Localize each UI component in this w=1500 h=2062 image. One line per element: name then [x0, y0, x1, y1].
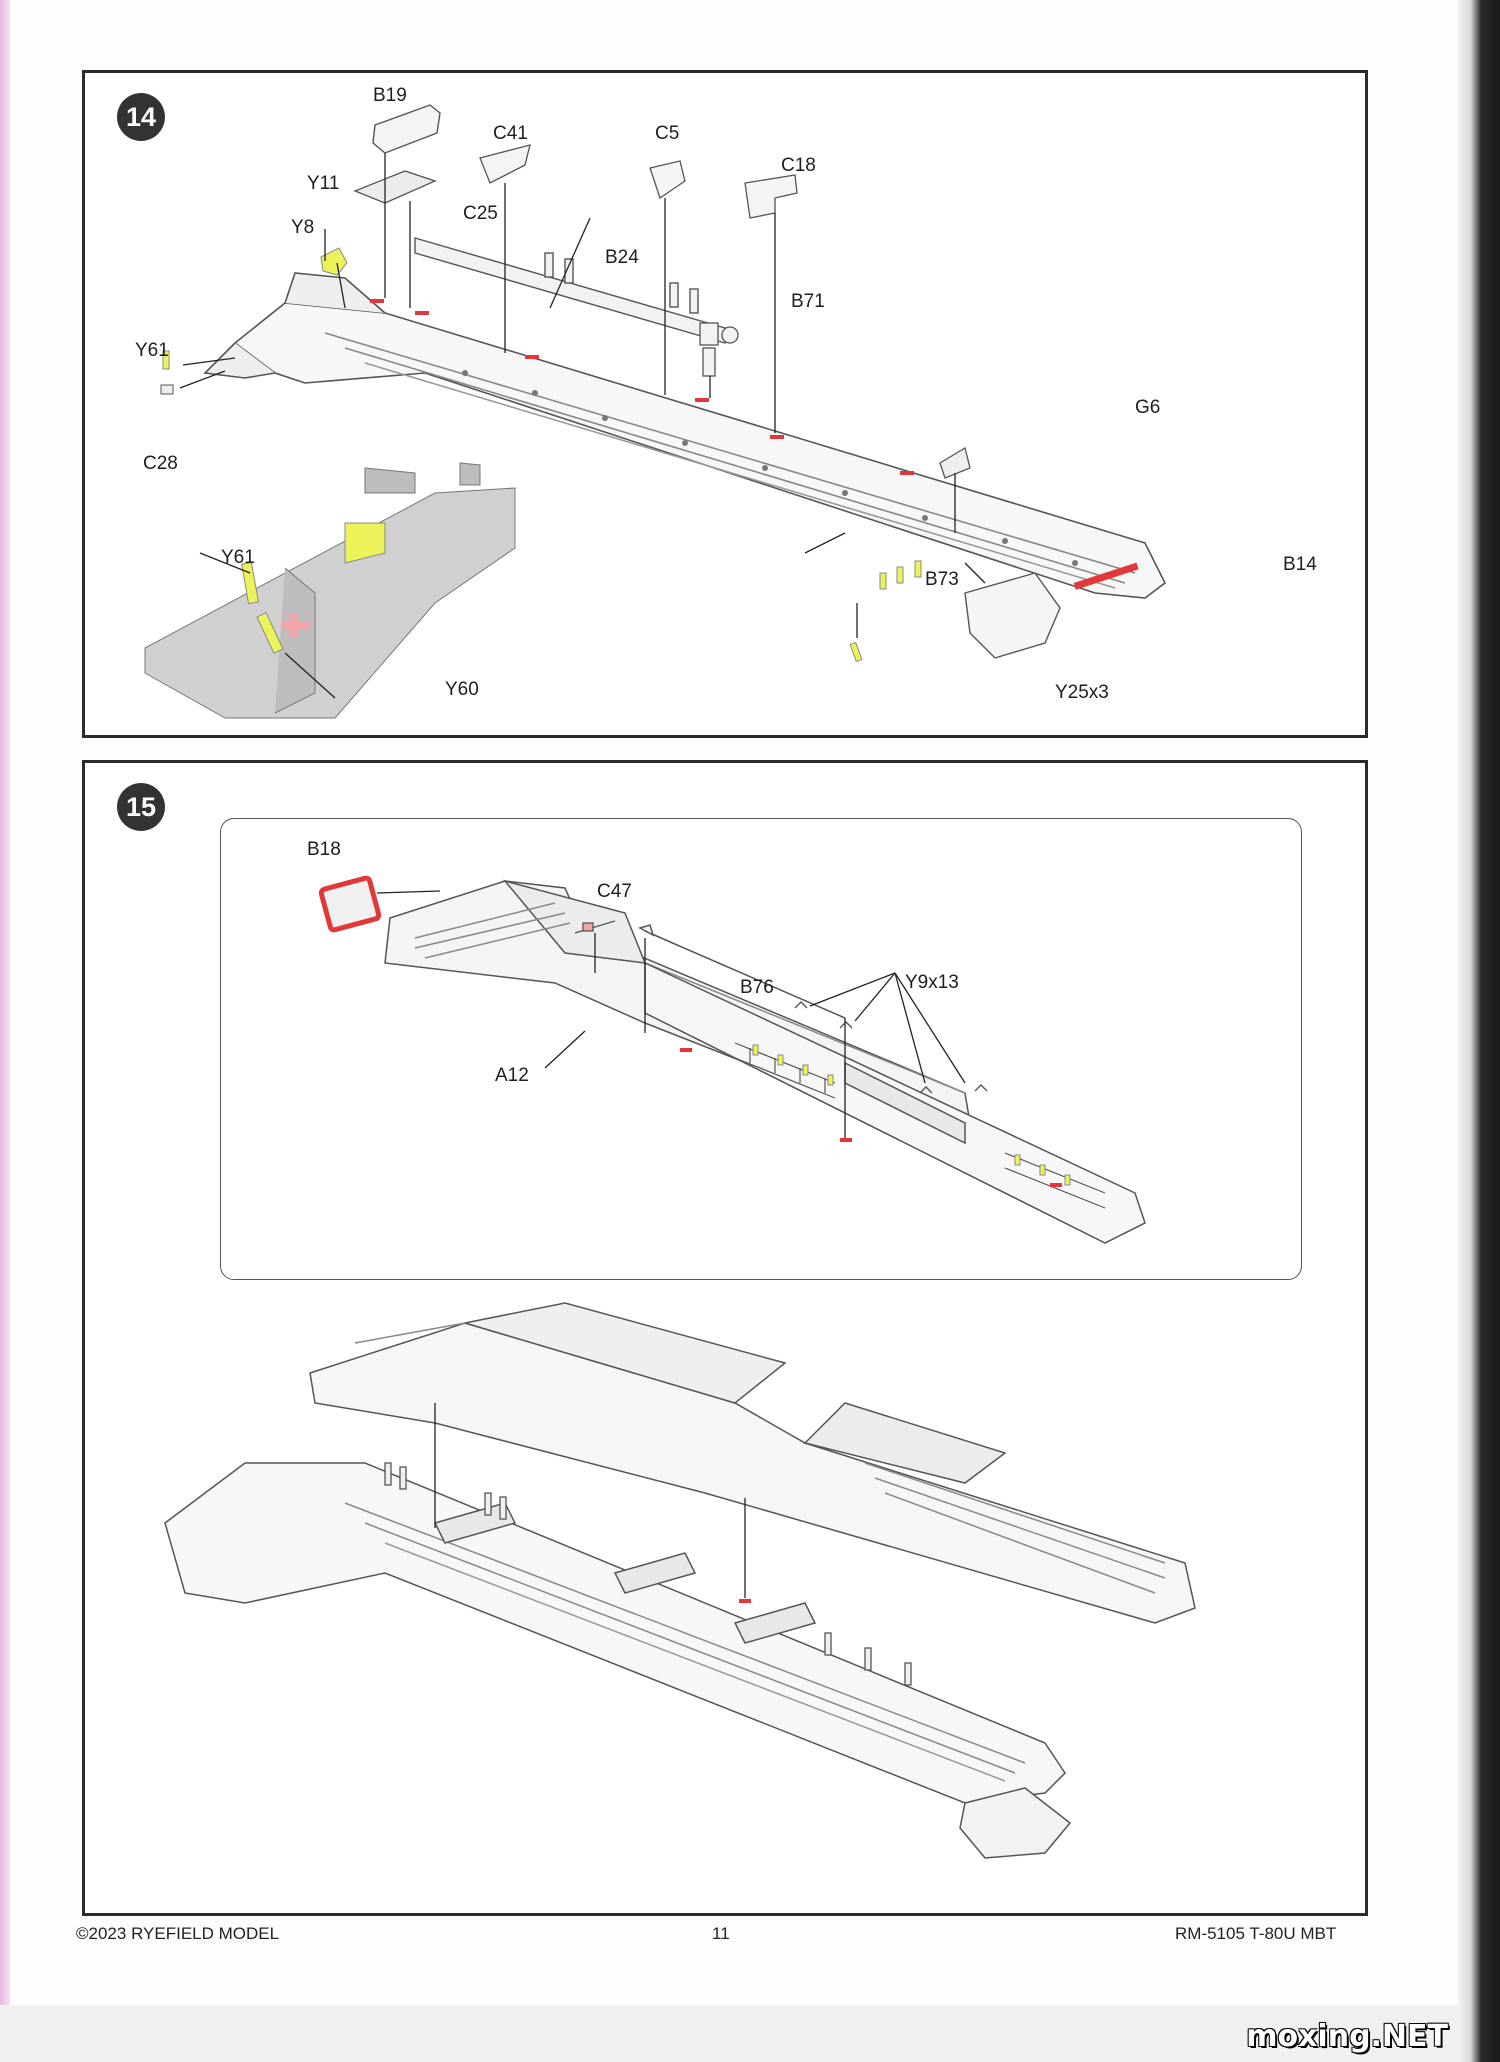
assembly-drop-leaders: [434, 1403, 746, 1598]
assembly-leaders: [179, 153, 986, 638]
hull-sponson-b73: [203, 272, 1167, 599]
step-15-diagram: B18 C47 B76 Y9x13 A12: [164, 839, 1196, 1859]
label-b71: B71: [791, 291, 825, 312]
label-c18: C18: [781, 155, 816, 176]
label-y61-inset: Y61: [221, 547, 255, 568]
label-y25x3: Y25x3: [1055, 682, 1109, 703]
footer-copyright: ©2023 RYEFIELD MODEL: [76, 1924, 280, 1943]
part-c28: [160, 384, 174, 395]
footer-page-number: 11: [712, 1924, 730, 1943]
y9-installed: [752, 1044, 1071, 1186]
scanner-right-edge: [1458, 0, 1500, 2062]
label-b24: B24: [605, 247, 639, 268]
glue-mark-lower: [739, 1599, 751, 1603]
part-y61[interactable]: [162, 350, 170, 370]
step-14-panel: 14: [82, 70, 1368, 738]
step-14-diagram: B19 Y11 C41 C5 C18 Y8 C25 B24 B71 Y61 C2…: [135, 85, 1317, 719]
label-y11: Y11: [307, 173, 339, 194]
part-c25: [353, 170, 437, 204]
part-g6: [939, 446, 971, 479]
part-a12: [384, 879, 1146, 1244]
step-14-badge: 14: [117, 93, 165, 141]
label-b19: B19: [373, 85, 407, 106]
part-b24: [414, 237, 726, 344]
sponson-holes: [462, 370, 1078, 566]
label-c5: C5: [655, 123, 679, 144]
y25-installed: [879, 560, 922, 590]
label-b18: B18: [307, 839, 341, 860]
page-bottom-margin: [0, 2005, 1458, 2062]
step-15-badge: 15: [117, 783, 165, 831]
step-14-inset: [144, 462, 516, 719]
glue-marks: [370, 299, 1139, 590]
label-c41: C41: [493, 123, 528, 144]
step-15-panel: 15: [82, 760, 1368, 1916]
label-y61: Y61: [135, 340, 169, 361]
part-y9[interactable]: [794, 1001, 988, 1094]
part-b18: [318, 875, 382, 933]
part-y25[interactable]: [849, 641, 863, 663]
label-y60: Y60: [445, 679, 479, 700]
label-c28: C28: [143, 453, 178, 474]
sponson-assembly: [164, 1462, 1072, 1859]
stowage-box-assembly: [309, 1302, 1196, 1624]
ladder-details: [734, 1042, 1106, 1209]
part-b71: [699, 322, 739, 377]
label-c47: C47: [597, 881, 632, 902]
part-b14: [964, 572, 1061, 659]
watermark: moxing.NET: [1246, 2019, 1448, 2054]
part-y8[interactable]: [320, 247, 348, 276]
label-b76: B76: [740, 977, 774, 998]
instruction-sheet: 14: [10, 0, 1458, 2005]
footer-product: RM-5105 T-80U MBT: [1175, 1924, 1337, 1943]
label-c25: C25: [463, 203, 498, 224]
sponson-posts: [384, 1462, 912, 1686]
step-14-labels: B19 Y11 C41 C5 C18 Y8 C25 B24 B71 Y61 C2…: [135, 85, 1317, 703]
part-b76: [638, 924, 846, 1019]
part-c18: [744, 174, 798, 219]
label-y8: Y8: [291, 217, 314, 238]
part-c5: [649, 160, 686, 200]
label-g6: G6: [1135, 397, 1160, 418]
part-b19: [372, 104, 441, 154]
part-c47: [574, 920, 616, 934]
step-15-labels: B18 C47 B76 Y9x13 A12: [307, 839, 959, 1086]
page-left-edge: [0, 0, 10, 2062]
assembly-leaders-15: [376, 890, 966, 1138]
glue-marks-15: [680, 1048, 1062, 1187]
part-c41: [479, 144, 531, 184]
label-y9x13: Y9x13: [905, 972, 959, 993]
label-a12: A12: [495, 1065, 529, 1086]
label-b14: B14: [1283, 554, 1317, 575]
label-b73: B73: [925, 569, 959, 590]
